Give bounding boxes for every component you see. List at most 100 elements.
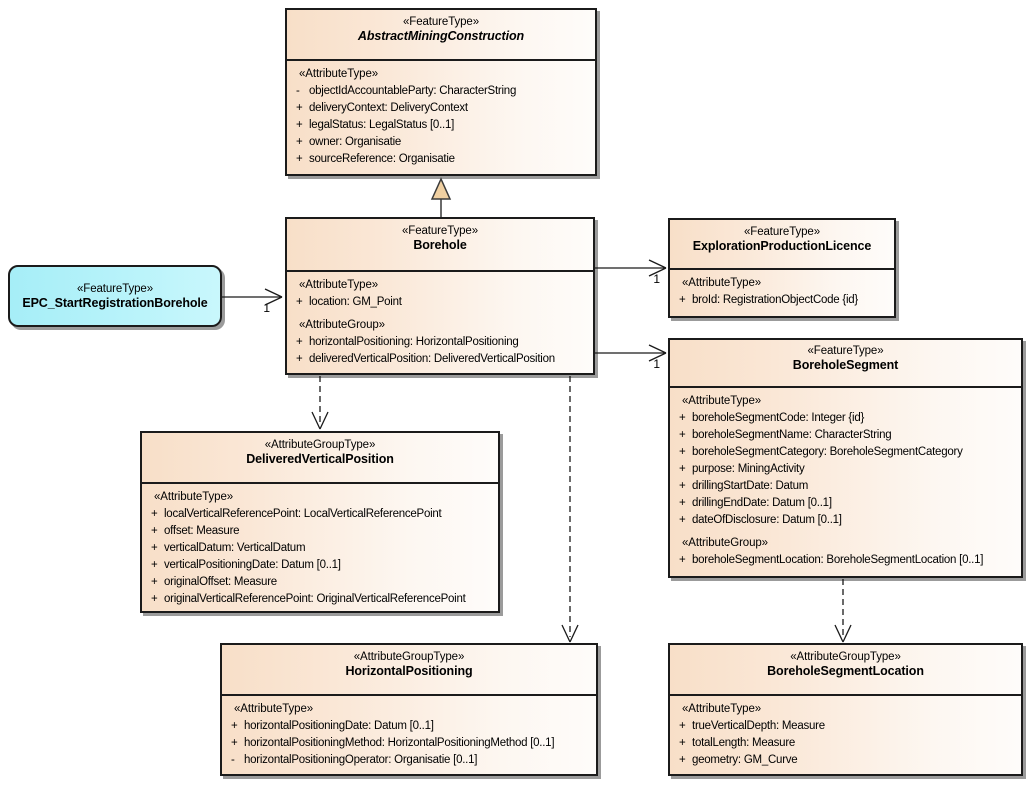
attribute-text: originalVerticalReferencePoint: Original…: [164, 593, 466, 605]
stereotype-group-header: «AttributeType»: [154, 491, 234, 503]
visibility-marker: +: [151, 525, 158, 537]
stereotype-group-header: «AttributeType»: [234, 703, 314, 715]
attribute-text: dateOfDisclosure: Datum [0..1]: [692, 514, 842, 526]
class-name: HorizontalPositioning: [345, 664, 473, 678]
class-title: «AttributeGroupType» BoreholeSegmentLoca…: [670, 645, 1021, 694]
visibility-marker: +: [296, 153, 303, 165]
attribute-row: + horizontalPositioning: HorizontalPositi…: [287, 334, 593, 351]
dependency-arrow: [311, 376, 329, 430]
stereotype-label: «AttributeGroupType»: [790, 651, 901, 663]
attribute-row: + originalOffset: Measure: [142, 574, 498, 591]
multiplicity-label: 1: [653, 272, 660, 286]
attributes-compartment: «AttributeType»+broId: RegistrationObjec…: [670, 268, 894, 309]
attribute-text: drillingStartDate: Datum: [692, 480, 809, 492]
visibility-marker: +: [679, 514, 686, 526]
attributes-compartment: «AttributeType»-objectIdAccountableParty…: [287, 59, 595, 168]
class-title: «AttributeGroupType» HorizontalPositioni…: [222, 645, 596, 694]
attribute-row: +purpose: MiningActivity: [670, 461, 1021, 478]
class-name: AbstractMiningConstruction: [357, 29, 525, 43]
class-name: BoreholeSegmentLocation: [767, 664, 924, 678]
multiplicity-label: 1: [263, 301, 270, 315]
visibility-marker: +: [679, 720, 686, 732]
attribute-row: + localVerticalReferencePoint: LocalVerti…: [142, 506, 498, 523]
attribute-text: horizontalPositioningDate: Datum [0..1]: [244, 720, 434, 732]
stereotype-label: «FeatureType»: [402, 16, 480, 28]
attribute-text: boreholeSegmentLocation: BoreholeSegment…: [692, 554, 984, 566]
attribute-row: + boreholeSegmentLocation: BoreholeSegmen…: [670, 552, 1021, 569]
stereotype-group-header: «AttributeType»: [299, 279, 379, 291]
attribute-text: deliveredVerticalPosition: DeliveredVert…: [309, 353, 555, 365]
visibility-marker: +: [679, 412, 686, 424]
attribute-row: +drillingStartDate: Datum: [670, 478, 1021, 495]
attribute-row: +horizontalPositioningMethod: Horizontal…: [222, 735, 596, 752]
visibility-marker: +: [151, 576, 158, 588]
class-name: BoreholeSegment: [792, 358, 899, 372]
visibility-marker: +: [296, 336, 303, 348]
attribute-text: horizontalPositioning: HorizontalPositio…: [309, 336, 519, 348]
generalization-arrow: [430, 177, 452, 217]
class-borehole[interactable]: «FeatureType» Borehole «AttributeType» +l…: [285, 217, 595, 375]
attribute-text: boreholeSegmentCategory: BoreholeSegment…: [692, 446, 963, 458]
stereotype-label: «FeatureType»: [401, 225, 479, 237]
class-title: «AttributeGroupType» DeliveredVerticalPo…: [142, 433, 498, 482]
class-name: ExplorationProductionLicence: [692, 239, 872, 253]
visibility-marker: -: [296, 85, 300, 97]
class-title: «FeatureType» Borehole: [287, 219, 593, 270]
attribute-text: originalOffset: Measure: [164, 576, 277, 588]
attributes-compartment: «AttributeType» +horizontalPositioningDat…: [222, 694, 596, 769]
attributes-compartment: «AttributeType»+location: GM_Point«Attri…: [287, 270, 593, 368]
attribute-text: sourceReference: Organisatie: [309, 153, 455, 165]
class-delivered-vertical-position[interactable]: «AttributeGroupType» DeliveredVerticalPo…: [140, 431, 500, 613]
class-borehole-segment[interactable]: «FeatureType» BoreholeSegment «Attribute…: [668, 338, 1023, 578]
attribute-text: horizontalPositioningOperator: Organisat…: [244, 754, 478, 766]
stereotype-group-header: «AttributeGroup»: [682, 537, 768, 549]
multiplicity-label: 1: [653, 357, 660, 371]
visibility-marker: +: [679, 754, 686, 766]
attribute-text: legalStatus: LegalStatus [0..1]: [309, 119, 455, 131]
attribute-text: geometry: GM_Curve: [692, 754, 798, 766]
dependency-arrow: [834, 579, 852, 643]
attribute-row: +boreholeSegmentCode: Integer {id}: [670, 410, 1021, 427]
stereotype-label: «FeatureType»: [807, 345, 884, 357]
attribute-row: + drillingEndDate: Datum [0..1]: [670, 495, 1021, 512]
class-name: EPC_StartRegistrationBorehole: [22, 295, 208, 310]
class-horizontal-positioning[interactable]: «AttributeGroupType» HorizontalPositioni…: [220, 643, 598, 776]
attribute-row: +legalStatus: LegalStatus [0..1]: [287, 117, 595, 134]
attribute-row: -objectIdAccountableParty: CharacterStri…: [287, 83, 595, 100]
class-exploration-production-licence[interactable]: «FeatureType» ExplorationProductionLicen…: [668, 218, 896, 318]
attribute-text: drillingEndDate: Datum [0..1]: [692, 497, 832, 509]
class-abstract-mining-construction[interactable]: «FeatureType» AbstractMiningConstruction…: [285, 8, 597, 176]
class-name: Borehole: [413, 238, 467, 252]
attribute-row: + originalVerticalReferencePoint: Origina…: [142, 591, 498, 608]
visibility-marker: +: [151, 542, 158, 554]
attribute-text: horizontalPositioningMethod: HorizontalP…: [244, 737, 555, 749]
attribute-row: +horizontalPositioningDate: Datum [0..1]: [222, 718, 596, 735]
attribute-row: + verticalDatum: VerticalDatum: [142, 540, 498, 557]
attribute-row: +owner: Organisatie: [287, 134, 595, 151]
visibility-marker: +: [679, 446, 686, 458]
attribute-text: verticalDatum: VerticalDatum: [164, 542, 306, 554]
class-name: DeliveredVerticalPosition: [246, 452, 394, 466]
attribute-text: trueVerticalDepth: Measure: [692, 720, 825, 732]
visibility-marker: +: [679, 497, 686, 509]
class-title: «FeatureType» BoreholeSegment: [670, 340, 1021, 386]
stereotype-label: «FeatureType»: [743, 226, 821, 238]
visibility-marker: +: [151, 593, 158, 605]
attributes-compartment: «AttributeType»+trueVerticalDepth: Measu…: [670, 694, 1021, 769]
stereotype-label: «AttributeGroupType»: [264, 439, 376, 451]
attribute-text: owner: Organisatie: [309, 136, 402, 148]
class-borehole-segment-location[interactable]: «AttributeGroupType» BoreholeSegmentLoca…: [668, 643, 1023, 776]
attribute-row: + deliveredVerticalPosition: DeliveredVer…: [287, 351, 593, 368]
attribute-row: + dateOfDisclosure: Datum [0..1]: [670, 512, 1021, 529]
visibility-marker: +: [151, 508, 158, 520]
class-epc-start-registration-borehole[interactable]: «FeatureType» EPC_StartRegistrationBoreh…: [8, 265, 222, 327]
attribute-text: deliveryContext: DeliveryContext: [309, 102, 468, 114]
visibility-marker: +: [296, 353, 303, 365]
attribute-row: +deliveryContext: DeliveryContext: [287, 100, 595, 117]
attribute-text: purpose: MiningActivity: [692, 463, 805, 475]
visibility-marker: +: [679, 737, 686, 749]
visibility-marker: +: [679, 554, 686, 566]
attribute-text: localVerticalReferencePoint: LocalVertic…: [164, 508, 442, 520]
attribute-row: +location: GM_Point: [287, 294, 593, 311]
